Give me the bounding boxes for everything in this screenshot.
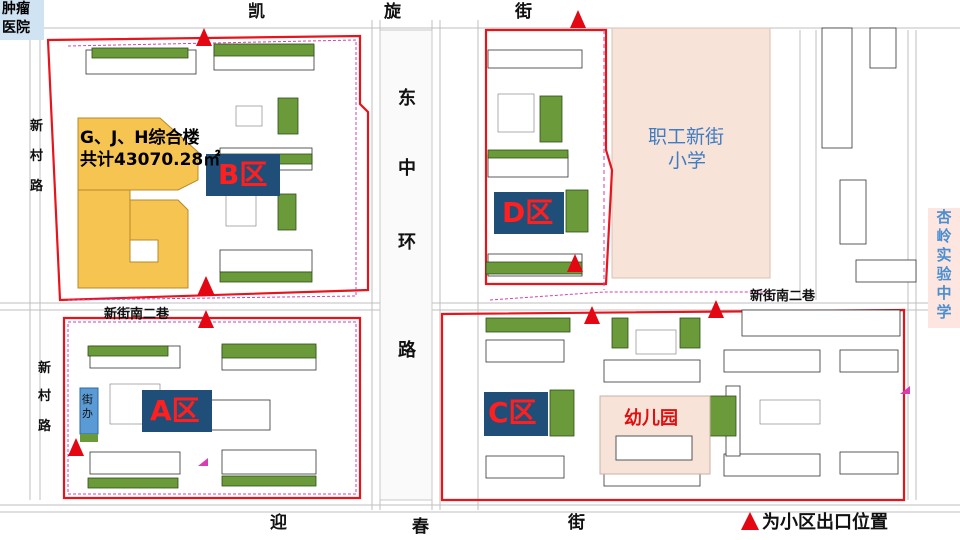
exit-marker-a-west — [68, 438, 84, 456]
xincun-road-upper-char-2: 村 — [30, 149, 44, 164]
exit-marker-d-north — [570, 10, 586, 28]
middle-school-char-3: 实 — [936, 246, 952, 264]
dongzhong-road-char-3: 环 — [398, 232, 416, 253]
legend-label: 为小区出口位置 — [762, 512, 888, 533]
middle-school-label: 杏 岭 实 验 中 学 — [928, 208, 960, 328]
middle-school-char-2: 岭 — [936, 227, 952, 245]
tumor-hospital-label-line2: 医院 — [2, 20, 30, 36]
yingchun-street-char-2: 春 — [412, 517, 429, 537]
zone-c-label: C区 — [488, 396, 537, 429]
xincun-road-lower-char-2: 村 — [38, 389, 52, 404]
jieban-label-line1: 街 — [82, 393, 93, 406]
dongzhong-road-char-4: 路 — [398, 340, 416, 361]
zone-d-label: D区 — [502, 196, 554, 229]
complex-building-lower — [77, 189, 189, 289]
zone-c-label-box — [484, 392, 548, 436]
cad-linework — [0, 20, 960, 513]
school-block — [611, 27, 771, 279]
xincun-road-lower-char-1: 新 — [38, 361, 52, 376]
zone-a-label: A区 — [150, 394, 200, 427]
zone-d-label-box — [494, 192, 564, 234]
school-name-line1: 职工新街 — [648, 126, 725, 148]
kaixuan-street-char-1: 凯 — [248, 2, 265, 22]
middle-school-char-1: 杏 — [936, 208, 952, 226]
zone-a-boundary — [62, 316, 362, 500]
jieban-label-line2: 办 — [82, 407, 93, 420]
zone-d-boundary — [484, 28, 614, 286]
kaixuan-street-char-2: 旋 — [384, 2, 401, 22]
tumor-hospital-label-line1: 肿瘤 — [2, 1, 30, 17]
exit-marker-b-south — [197, 276, 215, 296]
kindergarten-label: 幼儿园 — [624, 408, 678, 429]
exit-marker-c-east — [708, 300, 724, 318]
green-buildings — [87, 43, 737, 489]
kindergarten-building — [615, 435, 693, 461]
middle-school-char-4: 验 — [936, 265, 952, 283]
zone-b-inner-line — [67, 39, 357, 301]
exit-markers — [68, 10, 759, 530]
xinjie-nan-erxiang-east-label: 新街南二巷 — [750, 289, 816, 304]
exit-marker-c-west — [584, 306, 600, 324]
kindergarten-area — [599, 395, 711, 475]
middle-school-char-5: 中 — [936, 284, 952, 302]
legend-exit-icon — [741, 512, 759, 530]
complex-building-area: 共计43070.28㎡ — [80, 150, 221, 170]
dongzhong-road-char-2: 中 — [398, 158, 416, 179]
zone-a-inner-line — [67, 321, 357, 495]
school-name-line2: 小学 — [668, 150, 707, 172]
complex-building-name: G、J、H综合楼 — [80, 128, 200, 148]
yingchun-street-char-3: 街 — [568, 513, 585, 533]
exit-marker-d-south — [567, 254, 583, 272]
xincun-road-lower-char-3: 路 — [38, 419, 52, 434]
xincun-road-upper-char-1: 新 — [30, 119, 44, 134]
tumor-hospital-label: 肿瘤 医院 — [0, 0, 44, 40]
zone-b-boundary — [46, 34, 370, 302]
zone-b-label-box — [206, 154, 280, 196]
middle-school-char-6: 学 — [936, 303, 952, 321]
zone-b-label: B区 — [218, 158, 268, 191]
xinjie-nan-erxiang-label: 新街南二巷 — [104, 307, 170, 322]
jieban-green-strip — [80, 434, 98, 442]
dongzhong-road-char-1: 东 — [398, 88, 416, 109]
xincun-road-upper-char-3: 路 — [30, 179, 44, 194]
exit-marker-b-north — [196, 28, 212, 46]
magenta-marker-left — [198, 458, 208, 466]
zone-c-inner-line — [489, 291, 771, 301]
kaixuan-street-char-3: 街 — [515, 2, 532, 22]
magenta-marker-right — [900, 386, 910, 394]
zone-a-label-box — [142, 390, 212, 432]
dongzhong-road-strip — [379, 29, 433, 501]
yingchun-street-char-1: 迎 — [270, 513, 287, 533]
exit-marker-a-north — [198, 310, 214, 328]
